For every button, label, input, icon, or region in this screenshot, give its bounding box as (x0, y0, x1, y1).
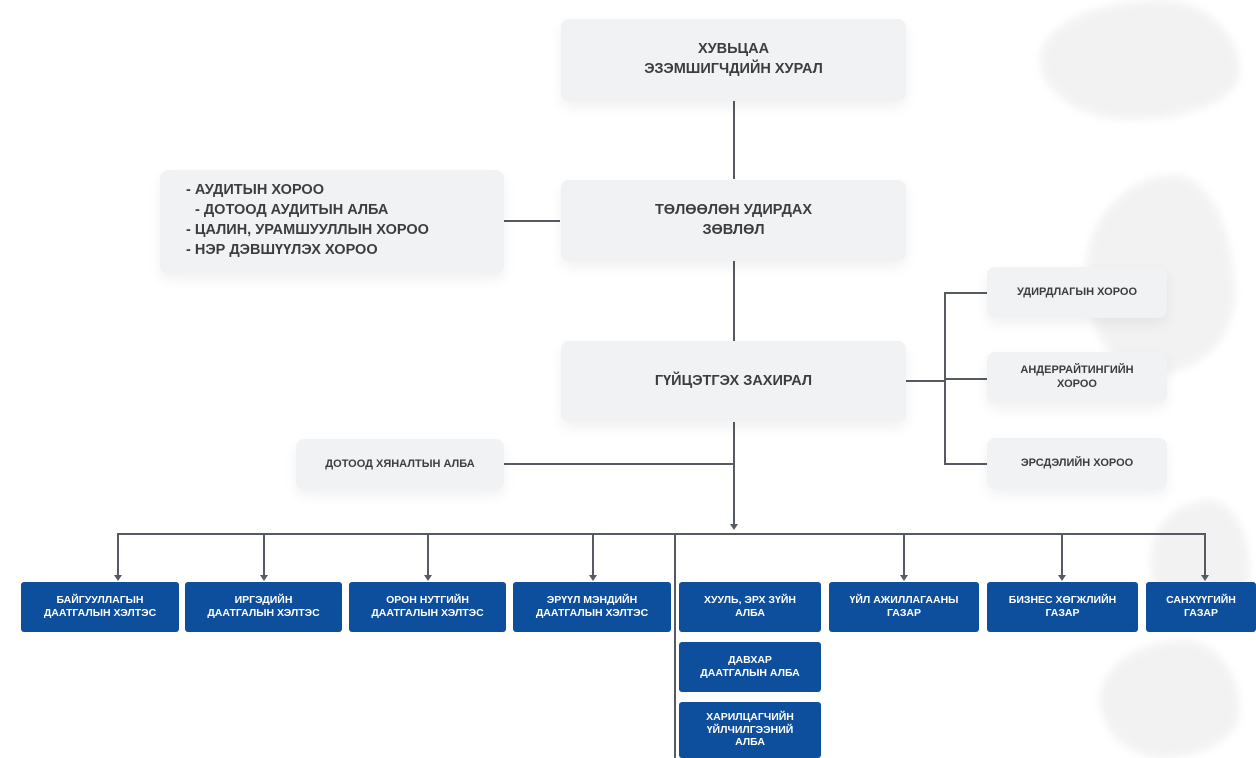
node-risk-committee-label: ЭРСДЭЛИЙН ХОРОО (1020, 456, 1134, 469)
connector-ceo-down (733, 422, 735, 525)
node-risk-committee: ЭРСДЭЛИЙН ХОРОО (987, 438, 1167, 489)
arrow-dept-7 (1058, 575, 1066, 581)
dept-line: ГАЗАР (1045, 607, 1080, 619)
connector-internal-control (504, 463, 733, 465)
drop-dept-2 (263, 533, 265, 575)
arrow-dept-6 (900, 575, 908, 581)
node-directors-line-2: ЗӨВЛӨЛ (702, 221, 765, 238)
dept-line: ДААТГАЛЫН ХЭЛТЭС (43, 607, 157, 619)
committee-item: - АУДИТЫН ХОРОО (186, 182, 324, 198)
drop-dept-4 (592, 533, 594, 575)
committee-item: - НЭР ДЭВШҮҮЛЭХ ХОРОО (186, 242, 378, 258)
connector-committees-directors (504, 220, 560, 222)
dept-individual-insurance: ИРГЭДИЙН ДААТГАЛЫН ХЭЛТЭС (185, 582, 342, 632)
dept-line: ДААТГАЛЫН ХЭЛТЭС (371, 607, 484, 619)
connector-ceo-committees (905, 380, 945, 382)
drop-dept-1 (117, 533, 119, 575)
dept-line: ГАЗАР (1183, 607, 1219, 619)
node-directors-line-1: ТӨЛӨӨЛӨН УДИРДАХ (654, 201, 813, 218)
committee-item: - ЦАЛИН, УРАМШУУЛЛЫН ХОРОО (186, 222, 429, 238)
dept-line: ИРГЭДИЙН (234, 594, 293, 607)
drop-dept-8 (1204, 533, 1206, 575)
node-board-of-directors: ТӨЛӨӨЛӨН УДИРДАХ ЗӨВЛӨЛ (561, 180, 906, 261)
dept-corporate-insurance: БАЙГУУЛЛАГЫН ДААТГАЛЫН ХЭЛТЭС (21, 582, 179, 632)
dept-line: ХУУЛЬ, ЭРХ ЗҮЙН (704, 594, 796, 607)
unit-line: ҮЙЛЧИЛГЭЭНИЙ (706, 723, 794, 736)
dept-line: ОРОН НУТГИЙН (386, 594, 469, 607)
dept-regional-insurance: ОРОН НУТГИЙН ДААТГАЛЫН ХЭЛТЭС (349, 582, 506, 632)
dept-line: ЭРҮҮЛ МЭНДИЙН (546, 594, 638, 607)
node-ceo: ГҮЙЦЭТГЭХ ЗАХИРАЛ (561, 341, 906, 422)
unit-line: ХАРИЛЦАГЧИЙН (706, 711, 794, 724)
node-underwriting-line-2: ХОРОО (1057, 377, 1097, 390)
dept-line: АЛБА (735, 607, 765, 619)
node-management-committee-label: УДИРДЛАГЫН ХОРОО (1016, 285, 1138, 298)
arrow-dept-2 (260, 575, 268, 581)
arrow-dept-4 (589, 575, 597, 581)
unit-line: ДАВХАР (728, 654, 772, 667)
node-management-committee: УДИРДЛАГЫН ХОРОО (987, 267, 1167, 318)
node-shareholders-meeting: ХУВЬЦАА ЭЗЭМШИГЧДИЙН ХУРАЛ (561, 19, 906, 101)
unit-line: ДААТГАЛЫН АЛБА (700, 667, 800, 679)
drop-dept-6 (903, 533, 905, 575)
node-ceo-label: ГҮЙЦЭТГЭХ ЗАХИРАЛ (654, 372, 813, 389)
dept-line: ГАЗАР (886, 607, 922, 619)
unit-line: АЛБА (735, 736, 765, 749)
node-internal-control-label: ДОТООД ХЯНАЛТЫН АЛБА (325, 457, 475, 470)
drop-dept-3 (427, 533, 429, 575)
dept-line: САНХҮҮГИЙН (1166, 594, 1236, 607)
node-underwriting-committee: АНДЕРРАЙТИНГИЙН ХОРОО (987, 352, 1167, 403)
connector-directors-ceo (733, 261, 735, 341)
node-shareholders-line-2: ЭЗЭМШИГЧДИЙН ХУРАЛ (644, 61, 823, 77)
dept-line: ҮЙЛ АЖИЛЛАГААНЫ (849, 594, 959, 607)
dept-legal-office: ХУУЛЬ, ЭРХ ЗҮЙН АЛБА (679, 582, 821, 632)
committee-item: - ДОТООД АУДИТЫН АЛБА (195, 202, 389, 218)
arrow-ceo-bus (730, 524, 738, 530)
department-bus (117, 533, 1206, 535)
connector-committee-1 (944, 292, 987, 294)
dept-operations: ҮЙЛ АЖИЛЛАГААНЫ ГАЗАР (829, 582, 979, 632)
background-brush-4 (1100, 640, 1240, 758)
node-underwriting-line-1: АНДЕРРАЙТИНГИЙН (1020, 363, 1134, 376)
node-shareholders-line-1: ХУВЬЦАА (697, 41, 770, 58)
dept-line: БИЗНЕС ХӨГЖЛИЙН (1008, 594, 1117, 607)
dept-health-insurance: ЭРҮҮЛ МЭНДИЙН ДААТГАЛЫН ХЭЛТЭС (513, 582, 671, 632)
background-brush-1 (1040, 0, 1240, 120)
drop-dept-7 (1061, 533, 1063, 575)
dept-line: ДААТГАЛЫН ХЭЛТЭС (207, 607, 320, 619)
board-committees-list: - АУДИТЫН ХОРОО - ДОТООД АУДИТЫН АЛБА - … (160, 170, 504, 274)
connector-committee-3 (944, 463, 987, 465)
arrow-dept-3 (424, 575, 432, 581)
dept-line: БАЙГУУЛЛАГЫН (56, 594, 144, 607)
drop-legal-spine (674, 533, 676, 758)
connector-committee-2 (944, 378, 987, 380)
unit-customer-service: ХАРИЛЦАГЧИЙН ҮЙЛЧИЛГЭЭНИЙ АЛБА (679, 702, 821, 758)
arrow-dept-1 (114, 575, 122, 581)
dept-business-development: БИЗНЕС ХӨГЖЛИЙН ГАЗАР (987, 582, 1138, 632)
arrow-dept-8 (1201, 575, 1209, 581)
dept-finance: САНХҮҮГИЙН ГАЗАР (1146, 582, 1256, 632)
connector-shareholders-directors (733, 101, 735, 179)
unit-reinsurance: ДАВХАР ДААТГАЛЫН АЛБА (679, 642, 821, 692)
node-internal-control: ДОТООД ХЯНАЛТЫН АЛБА (296, 439, 504, 490)
dept-line: ДААТГАЛЫН ХЭЛТЭС (535, 607, 649, 619)
